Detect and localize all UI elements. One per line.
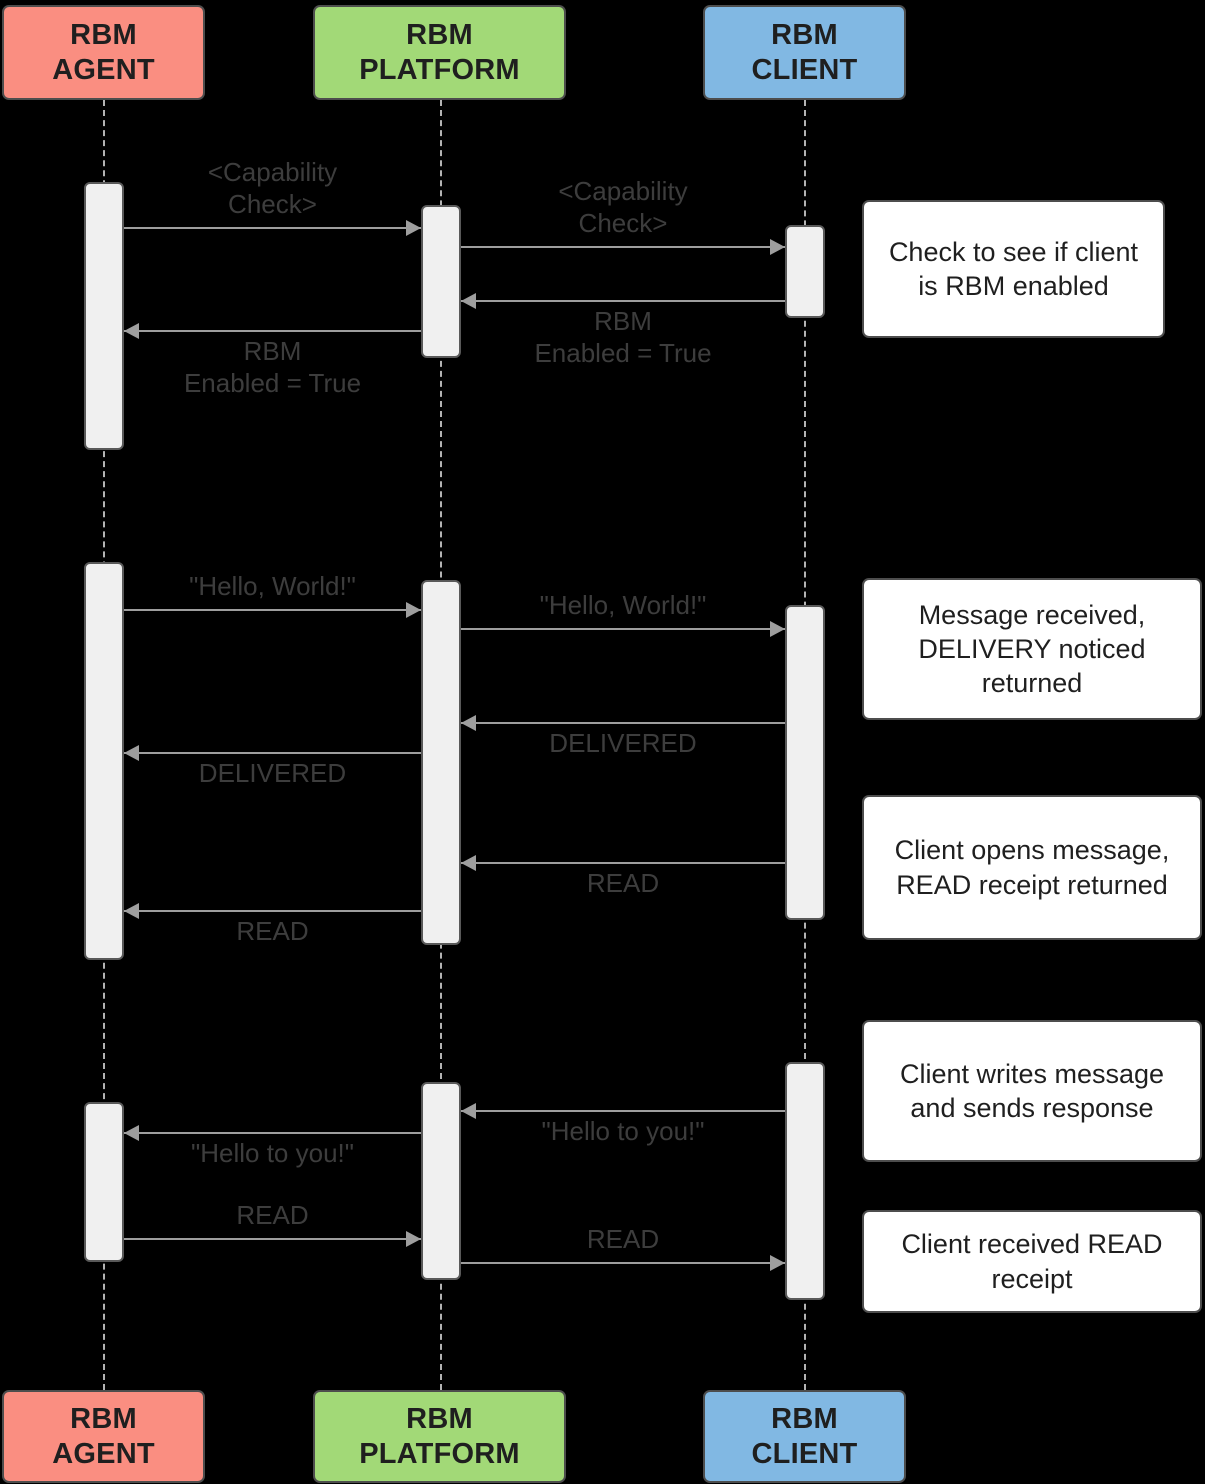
participant-label-line1: RBM bbox=[70, 1403, 137, 1436]
message-line-m2 bbox=[461, 246, 785, 248]
message-label-m11: "Hello to you!" bbox=[541, 1116, 705, 1146]
arrow-head-icon-m4 bbox=[124, 323, 139, 339]
message-line-m8 bbox=[124, 752, 421, 754]
arrow-head-icon-m7 bbox=[461, 715, 476, 731]
message-label-m1: <Capability Check> bbox=[207, 157, 338, 219]
participant-label-line2: CLIENT bbox=[751, 53, 858, 86]
arrow-head-icon-m5 bbox=[406, 602, 421, 618]
message-line-m11 bbox=[461, 1110, 785, 1112]
note-text: Client opens message, READ receipt retur… bbox=[894, 835, 1170, 900]
arrow-head-icon-m2 bbox=[770, 239, 785, 255]
message-label-m2: <Capability Check> bbox=[558, 176, 688, 238]
arrow-head-icon-m3 bbox=[461, 293, 476, 309]
arrow-head-icon-m12 bbox=[124, 1125, 139, 1141]
note-text: Check to see if client is RBM enabled bbox=[888, 236, 1139, 301]
message-line-m14 bbox=[461, 1262, 785, 1264]
note-text: Message received, DELIVERY noticed retur… bbox=[918, 599, 1146, 698]
participant-label-line1: RBM bbox=[70, 19, 137, 52]
activation-bar-platform bbox=[421, 205, 461, 358]
activation-bar-client bbox=[785, 1062, 825, 1300]
note-text: Client received READ receipt bbox=[901, 1229, 1163, 1294]
participant-label-line2: PLATFORM bbox=[359, 53, 520, 86]
participant-label-line2: AGENT bbox=[52, 1437, 155, 1470]
message-line-m5 bbox=[124, 609, 421, 611]
arrow-head-icon-m10 bbox=[124, 903, 139, 919]
message-line-m3 bbox=[461, 300, 785, 302]
message-label-m8: DELIVERED bbox=[198, 758, 347, 788]
message-line-m10 bbox=[124, 910, 421, 912]
arrow-head-icon-m9 bbox=[461, 855, 476, 871]
note-n2: Message received, DELIVERY noticed retur… bbox=[862, 578, 1202, 720]
participant-label-line2: AGENT bbox=[52, 53, 155, 86]
message-line-m13 bbox=[124, 1238, 421, 1240]
participant-label-line1: RBM bbox=[406, 1403, 473, 1436]
message-line-m9 bbox=[461, 862, 785, 864]
message-line-m6 bbox=[461, 628, 785, 630]
note-n5: Client received READ receipt bbox=[862, 1210, 1202, 1313]
activation-bar-client bbox=[785, 605, 825, 920]
message-label-m9: READ bbox=[586, 868, 660, 898]
message-line-m4 bbox=[124, 330, 421, 332]
message-label-m12: "Hello to you!" bbox=[191, 1138, 354, 1168]
participant-label-line1: RBM bbox=[771, 1403, 838, 1436]
message-label-m3: RBM Enabled = True bbox=[534, 306, 712, 368]
message-label-m14: READ bbox=[586, 1224, 660, 1254]
message-line-m12 bbox=[124, 1132, 421, 1134]
note-n4: Client writes message and sends response bbox=[862, 1020, 1202, 1162]
message-label-m4: RBM Enabled = True bbox=[183, 336, 362, 398]
note-n3: Client opens message, READ receipt retur… bbox=[862, 795, 1202, 940]
message-line-m1 bbox=[124, 227, 421, 229]
activation-bar-platform bbox=[421, 1082, 461, 1280]
arrow-head-icon-m8 bbox=[124, 745, 139, 761]
message-label-m10: READ bbox=[236, 916, 309, 946]
activation-bar-platform bbox=[421, 580, 461, 945]
participant-label-line2: CLIENT bbox=[751, 1437, 858, 1470]
message-label-m7: DELIVERED bbox=[549, 728, 697, 758]
activation-bar-agent bbox=[84, 182, 124, 450]
activation-bar-client bbox=[785, 225, 825, 318]
participant-label-line1: RBM bbox=[771, 19, 838, 52]
arrow-head-icon-m14 bbox=[770, 1255, 785, 1271]
arrow-head-icon-m1 bbox=[406, 220, 421, 236]
message-line-m7 bbox=[461, 722, 785, 724]
arrow-head-icon-m11 bbox=[461, 1103, 476, 1119]
participant-label-line2: PLATFORM bbox=[359, 1437, 520, 1470]
message-label-m13: READ bbox=[236, 1200, 309, 1230]
activation-bar-agent bbox=[84, 1102, 124, 1262]
note-text: Client writes message and sends response bbox=[899, 1058, 1165, 1123]
participant-label-line1: RBM bbox=[406, 19, 473, 52]
activation-bar-agent bbox=[84, 562, 124, 960]
message-label-m6: "Hello, World!" bbox=[539, 590, 707, 620]
arrow-head-icon-m6 bbox=[770, 621, 785, 637]
note-n1: Check to see if client is RBM enabled bbox=[862, 200, 1165, 338]
arrow-head-icon-m13 bbox=[406, 1231, 421, 1247]
message-label-m5: "Hello, World!" bbox=[189, 571, 356, 601]
